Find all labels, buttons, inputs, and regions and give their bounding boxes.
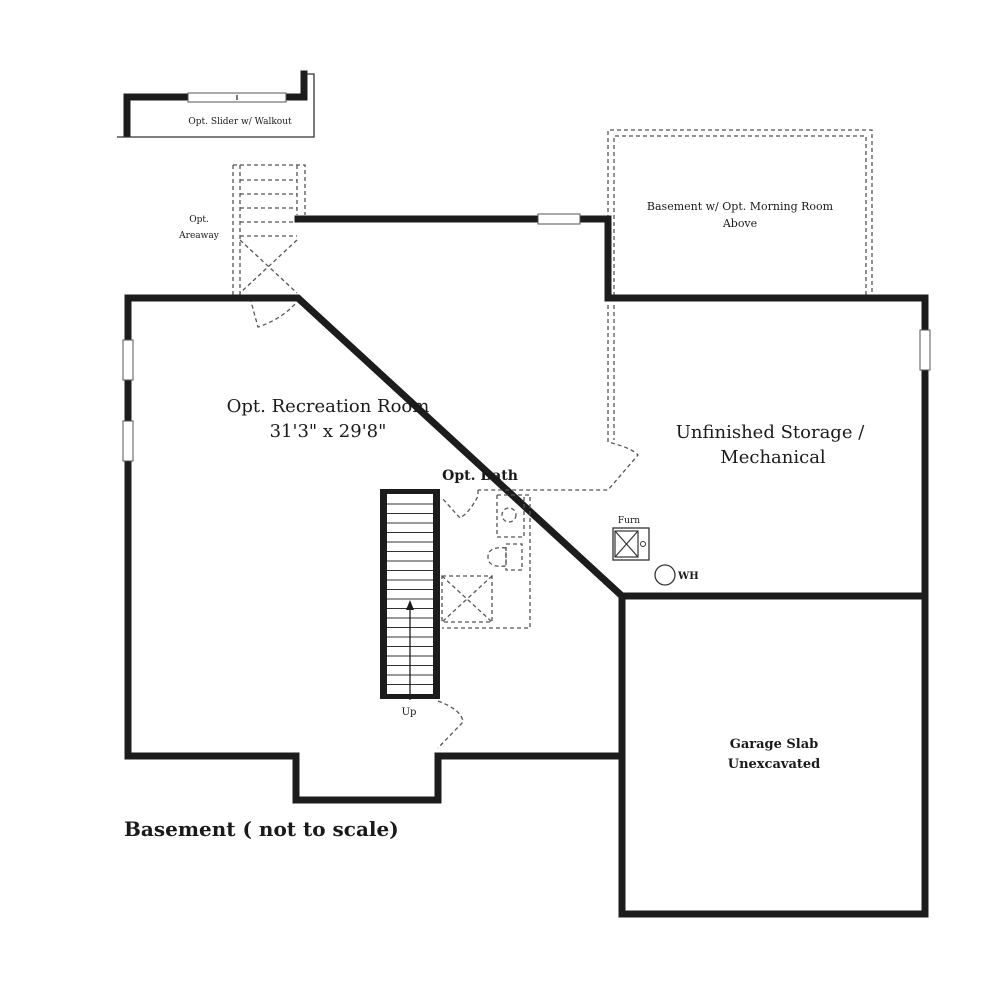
garage-label-line2: Unexcavated	[728, 757, 821, 772]
exterior-walls	[124, 215, 929, 804]
furnace-unit	[614, 530, 639, 558]
rec-room-name: Opt. Recreation Room	[227, 396, 430, 417]
rec-room-size: 31'3" x 29'8"	[270, 421, 387, 442]
window-left-upper	[122, 339, 134, 381]
water-heater-label: WH	[677, 571, 699, 582]
areaway-label-line1: Opt.	[189, 215, 209, 225]
slider-walls	[123, 70, 308, 138]
storage-label-line1: Unfinished Storage /	[676, 422, 865, 443]
garage-label-line1: Garage Slab	[730, 737, 819, 752]
bath-label: Opt. Bath	[442, 468, 518, 484]
bath-vanity	[496, 495, 525, 538]
bath-shower-x	[441, 575, 493, 623]
slider-outline	[117, 73, 315, 138]
furnace-box	[612, 527, 650, 561]
garage-slab-walls	[618, 592, 929, 918]
bath-sink	[501, 507, 517, 523]
bath-door-swing	[441, 490, 479, 519]
staircase	[380, 489, 440, 700]
areaway-door-swing	[249, 297, 301, 328]
window-top	[537, 213, 581, 225]
morning-room-label-line1: Basement w/ Opt. Morning Room	[647, 200, 834, 213]
plan-title: Basement ( not to scale)	[124, 817, 399, 841]
furnace	[612, 527, 650, 561]
stairs-up-label: Up	[402, 707, 417, 718]
stairs-up-arrow-head	[406, 600, 414, 610]
storage-partition	[478, 305, 639, 491]
areaway-landing-x	[239, 239, 298, 294]
furnace-knob	[640, 541, 646, 547]
stair-door-swing	[437, 700, 464, 749]
storage-label-line2: Mechanical	[720, 447, 826, 468]
bath-shower-x	[441, 575, 493, 623]
furnace-x	[614, 530, 639, 558]
bath-shower	[441, 575, 493, 623]
areaway-outline-right	[233, 164, 306, 215]
morning-room-outline	[607, 129, 873, 296]
water-heater	[654, 564, 676, 586]
furnace-label: Furn	[618, 516, 640, 526]
slider-label: Opt. Slider w/ Walkout	[188, 117, 292, 127]
bath-toilet	[487, 547, 507, 567]
bath-toilet-tank	[505, 543, 523, 571]
opt-bath	[441, 490, 531, 629]
morning-room-outline-inner	[613, 135, 867, 296]
window-left-lower	[122, 420, 134, 462]
slider-walkout-inset	[117, 70, 315, 138]
morning-room-label-line2: Above	[722, 217, 757, 230]
areaway	[232, 164, 306, 328]
areaway-label-line2: Areaway	[178, 231, 220, 241]
window-right	[919, 329, 931, 371]
bath-outline	[442, 494, 531, 629]
